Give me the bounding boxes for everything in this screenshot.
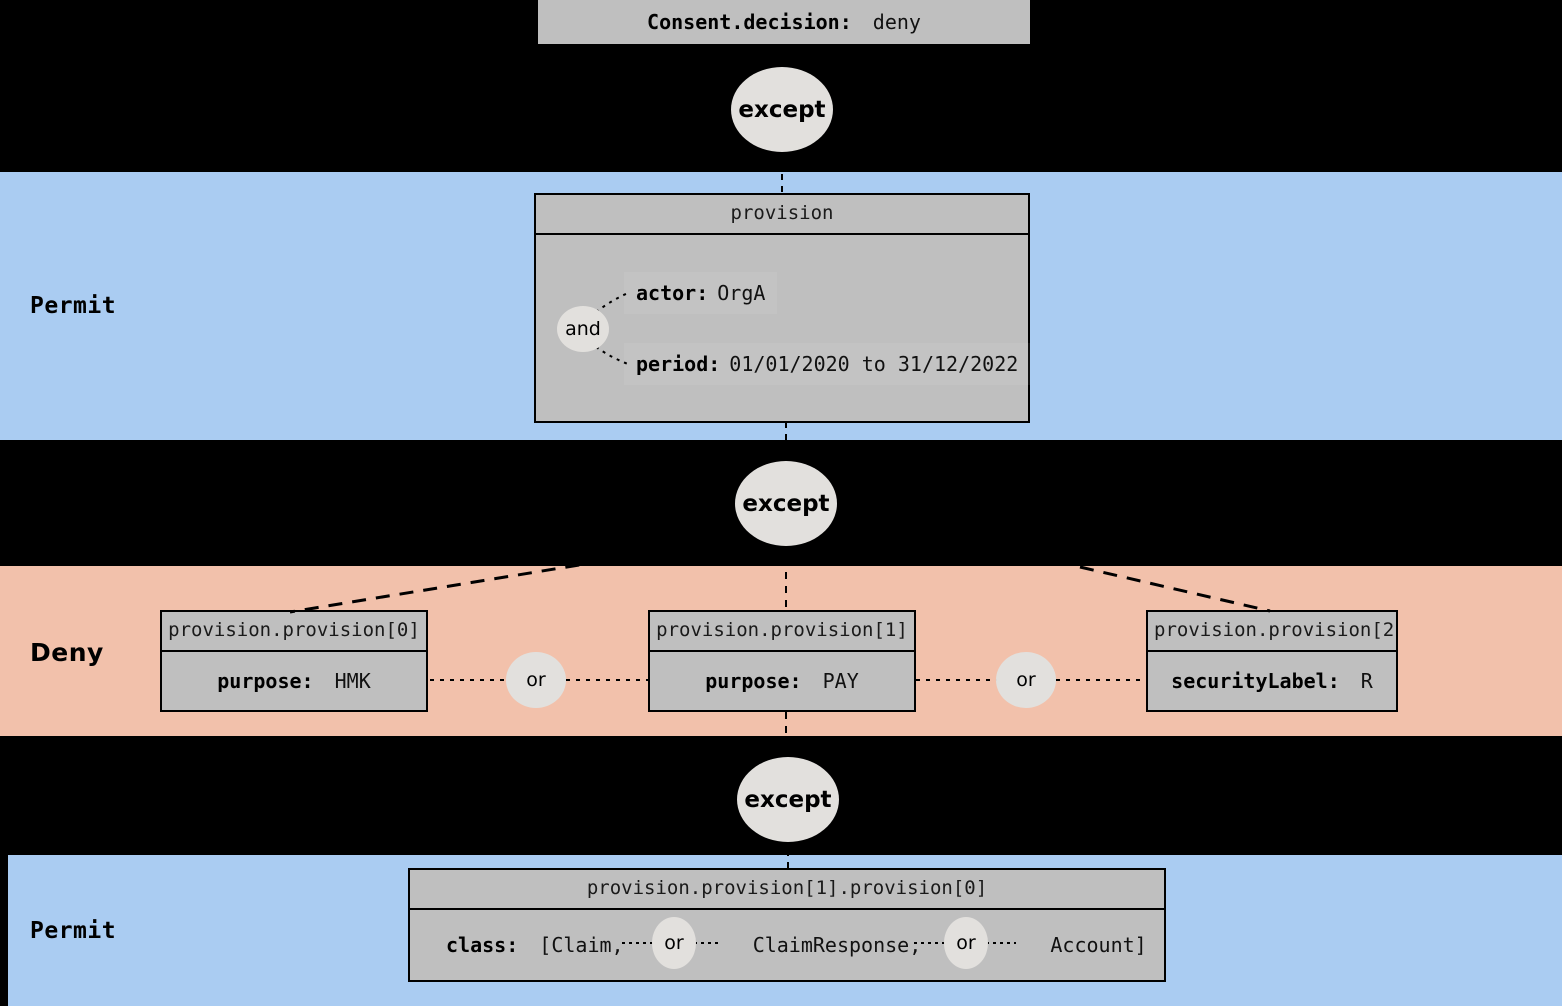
except-node-1[interactable]: except [731,67,833,152]
node-provision-body: actor: OrgA period: 01/01/2020 to 31/12/… [536,235,1031,421]
node-provision-0-title: provision.provision[0] [162,612,426,652]
attr-value-class-account: Account] [1050,933,1147,957]
or-operator-deny-2[interactable]: or [996,652,1056,708]
root-decision-banner: Consent.decision: deny [538,0,1030,44]
attr-key-purpose-hmk: purpose: [217,669,314,693]
node-provision-2-title: provision.provision[2] [1148,612,1396,652]
node-provision-0-body: purpose: HMK [162,652,426,710]
attr-row-class: class: [Claim, ClaimResponse, Account] [410,933,1147,957]
node-provision-1-0-title: provision.provision[1].provision[0] [410,870,1164,910]
node-provision-2-body: securityLabel: R [1148,652,1396,710]
node-provision-1-body: purpose: PAY [650,652,914,710]
attr-value-class-claim: [Claim, [539,933,624,957]
root-decision-key: Consent.decision: [647,10,852,34]
node-provision-0[interactable]: provision.provision[0] purpose: HMK [160,610,428,712]
attr-value-purpose-hmk: HMK [334,669,371,693]
except-node-2[interactable]: except [735,461,837,546]
node-provision-1[interactable]: provision.provision[1] purpose: PAY [648,610,916,712]
node-provision-title: provision [536,195,1028,235]
attr-row-purpose-pay: purpose: PAY [705,669,859,693]
node-provision[interactable]: provision actor: OrgA period: 01/01/2020… [534,193,1031,423]
root-decision-line: Consent.decision: deny [647,10,921,34]
root-decision-value: deny [872,10,921,34]
node-provision-1-0[interactable]: provision.provision[1].provision[0] clas… [408,868,1166,982]
attr-value-securitylabel: R [1360,669,1373,693]
attr-key-class: class: [446,933,519,957]
or-operator-class-2[interactable]: or [944,917,988,969]
attr-value-actor: OrgA [717,281,766,305]
band-label-permit-bottom: Permit [30,918,117,944]
node-provision-1-title: provision.provision[1] [650,612,914,652]
attr-key-purpose-pay: purpose: [705,669,802,693]
attr-key-actor: actor: [636,281,709,305]
or-operator-class-1[interactable]: or [652,917,696,969]
band-label-permit-top: Permit [30,293,117,319]
attr-value-period: 01/01/2020 to 31/12/2022 [729,352,1019,376]
attr-value-purpose-pay: PAY [822,669,859,693]
attr-key-securitylabel: securityLabel: [1171,669,1340,693]
node-provision-1-0-body: class: [Claim, ClaimResponse, Account] [410,910,1164,980]
and-operator-node[interactable]: and [557,306,609,352]
or-operator-deny-1[interactable]: or [506,652,566,708]
attr-row-purpose-hmk: purpose: HMK [217,669,371,693]
band-label-deny: Deny [30,638,104,667]
attr-key-period: period: [636,352,721,376]
attr-row-period: period: 01/01/2020 to 31/12/2022 [624,343,1031,385]
attr-row-securitylabel: securityLabel: R [1171,669,1373,693]
except-node-3[interactable]: except [737,757,839,842]
attr-row-actor: actor: OrgA [624,272,778,314]
attr-value-class-claimresponse: ClaimResponse, [752,933,922,957]
node-provision-2[interactable]: provision.provision[2] securityLabel: R [1146,610,1398,712]
